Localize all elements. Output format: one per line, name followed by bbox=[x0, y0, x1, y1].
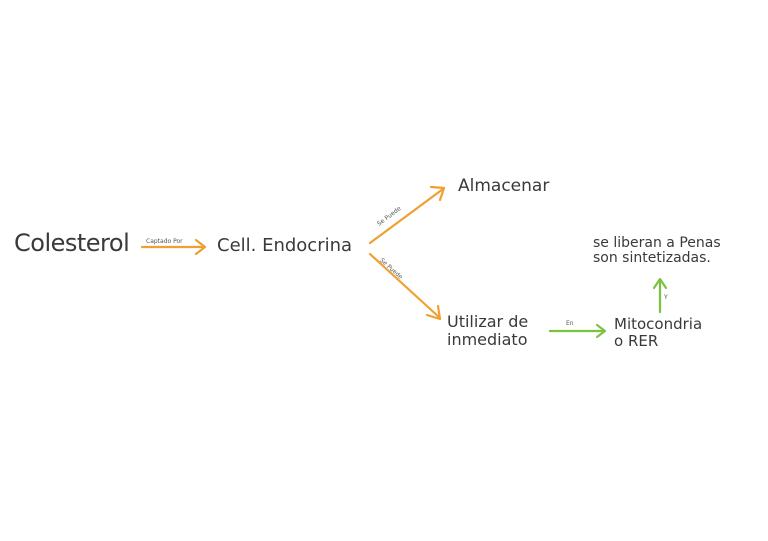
arrow-mitocondria-to-liberan bbox=[652, 277, 668, 314]
arrow-cell-to-almacenar bbox=[368, 185, 446, 245]
edge-label-y: Y bbox=[664, 294, 668, 301]
node-liberan-sintetizadas: se liberan a Penas son sintetizadas. bbox=[593, 235, 721, 267]
node-almacenar: Almacenar bbox=[458, 176, 550, 196]
arrow-utilizar-to-mitocondria bbox=[548, 323, 607, 339]
node-cell-endocrina: Cell. Endocrina bbox=[217, 235, 353, 256]
node-colesterol: Colesterol bbox=[14, 229, 130, 257]
node-mitocondria: Mitocondria o RER bbox=[614, 315, 703, 350]
edge-label-captado-por: Captado Por bbox=[146, 238, 183, 245]
node-utilizar-inmediato: Utilizar de inmediato bbox=[447, 312, 529, 349]
arrow-cell-to-utilizar bbox=[368, 252, 442, 321]
arrow-colesterol-to-cell bbox=[140, 238, 207, 256]
edge-label-en: En bbox=[566, 320, 574, 327]
